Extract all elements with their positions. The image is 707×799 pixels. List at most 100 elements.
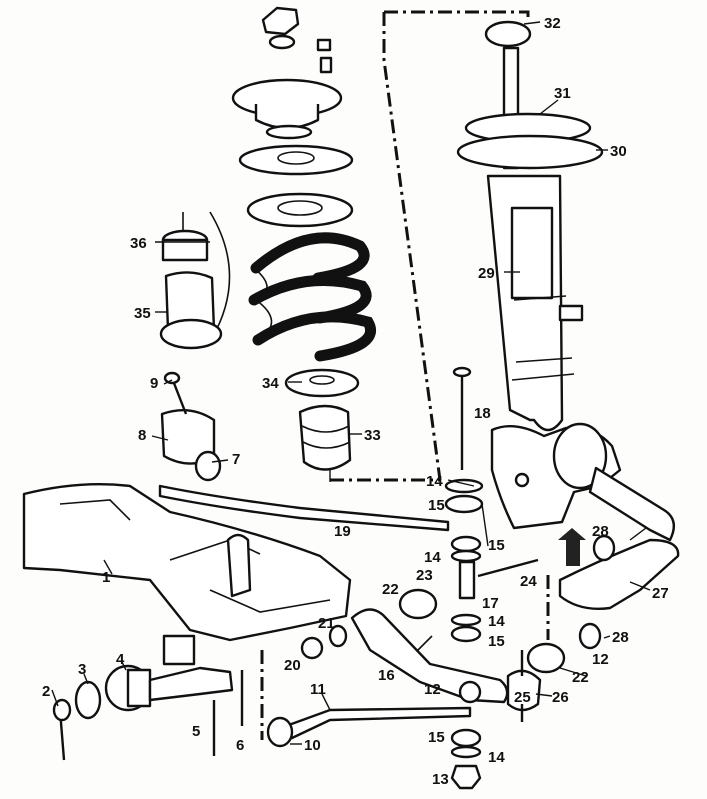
leader-lines	[51, 21, 651, 745]
callout-8: 8	[138, 427, 146, 444]
callout-27: 27	[652, 585, 669, 602]
mount-block	[162, 634, 196, 666]
coil-spring	[248, 232, 376, 362]
callout-25: 25	[514, 689, 531, 706]
washer-14-mid	[450, 549, 482, 563]
callout-11: 11	[310, 681, 326, 698]
callout-1: 1	[102, 569, 110, 586]
callout-36: 36	[130, 235, 147, 252]
callout-32: 32	[544, 15, 561, 32]
callout-15b: 15	[488, 537, 505, 554]
bar-bush-7	[194, 450, 222, 482]
leader-1	[103, 559, 113, 575]
strut-bracket	[558, 304, 584, 322]
callout-2: 2	[42, 683, 50, 700]
bump-stop-ribs	[301, 425, 351, 449]
callout-17: 17	[482, 595, 499, 612]
bush-28-lower	[578, 622, 602, 650]
leader-4	[121, 661, 127, 671]
nut-13	[450, 764, 482, 790]
anti-roll-bar	[158, 371, 450, 532]
mounting-arrow	[558, 528, 586, 566]
leader-25	[535, 693, 553, 697]
callout-30: 30	[610, 143, 627, 160]
spring-coil-1	[250, 232, 370, 284]
steering-knuckle	[490, 422, 676, 542]
upper-mount-body	[254, 104, 320, 130]
callout-12b: 12	[592, 651, 609, 668]
callout-20: 20	[284, 657, 301, 674]
leader-8	[151, 435, 169, 441]
anti-roll-bar-body	[158, 484, 450, 532]
bush-28-upper	[592, 534, 616, 562]
lower-control-arm	[300, 588, 566, 704]
bush-15-top	[444, 494, 484, 514]
callout-29: 29	[478, 265, 495, 282]
spring-seat-upper	[238, 144, 354, 176]
lower-seat-and-bumpstop	[284, 368, 360, 482]
callout-14c: 14	[488, 613, 505, 630]
top-stud-right	[316, 38, 332, 52]
ball-joint	[506, 650, 542, 722]
subframe	[22, 483, 352, 642]
subframe-tower	[226, 533, 252, 598]
strut-assembly	[456, 20, 604, 432]
leader-7	[211, 459, 229, 463]
callout-26: 26	[552, 689, 569, 706]
spacer-17	[458, 560, 476, 600]
arm-mount-bracket	[148, 666, 234, 702]
strut-top-mount	[484, 20, 532, 48]
bolt-9-head	[163, 371, 181, 385]
leader-27	[629, 581, 651, 591]
spring-coil-2	[248, 274, 372, 324]
ball-joint-body	[506, 669, 542, 712]
leader-15b	[481, 503, 489, 547]
leader-11	[321, 693, 331, 711]
arm-bush-22-upper	[398, 588, 438, 620]
callout-16: 16	[378, 667, 395, 684]
lower-spring-seat-hole	[309, 375, 335, 385]
top-stud-right-2	[319, 56, 333, 74]
tie-rod-end-10	[266, 716, 294, 748]
washer-14-bottom	[450, 745, 482, 759]
callout-24: 24	[520, 573, 537, 590]
bump-stop	[298, 404, 352, 471]
lower-spring-seat	[284, 368, 360, 398]
spring-isolator-inner	[277, 200, 323, 216]
callout-23: 23	[416, 567, 433, 584]
callout-labels: 1 2 3 4 5 6 7 8 9 10 11 12 12 13 14 14 1…	[42, 15, 669, 788]
callout-13: 13	[432, 771, 449, 788]
alt-top-body	[161, 238, 209, 262]
callout-14d: 14	[488, 749, 505, 766]
callout-14b: 14	[424, 549, 441, 566]
leader-9	[163, 379, 173, 385]
spring-seat-ring-30	[456, 134, 604, 170]
spring-coil-3	[252, 311, 376, 362]
leader-3	[83, 673, 89, 685]
callout-22a: 22	[382, 581, 399, 598]
top-cap	[261, 6, 300, 36]
callout-33: 33	[364, 427, 381, 444]
callout-3: 3	[78, 661, 86, 678]
leader-32	[523, 21, 541, 25]
leader-28b	[603, 635, 611, 639]
arm-break-mark	[417, 635, 433, 651]
callout-4: 4	[116, 651, 125, 668]
callout-6: 6	[236, 737, 244, 754]
callout-7: 7	[232, 451, 240, 468]
washer-21	[328, 624, 348, 648]
callout-12a: 12	[424, 681, 441, 698]
top-mount-assembly	[231, 6, 354, 228]
callout-5: 5	[192, 723, 200, 740]
alt-base	[159, 318, 223, 350]
callout-15d: 15	[428, 729, 445, 746]
subframe-body	[22, 483, 352, 642]
bush-15-mid	[450, 535, 482, 553]
bush-20	[300, 636, 324, 660]
leader-31	[539, 99, 559, 115]
spring-seat-upper-inner	[277, 151, 315, 165]
knuckle-bolt-hole	[514, 472, 530, 488]
hub-flange	[552, 422, 608, 490]
